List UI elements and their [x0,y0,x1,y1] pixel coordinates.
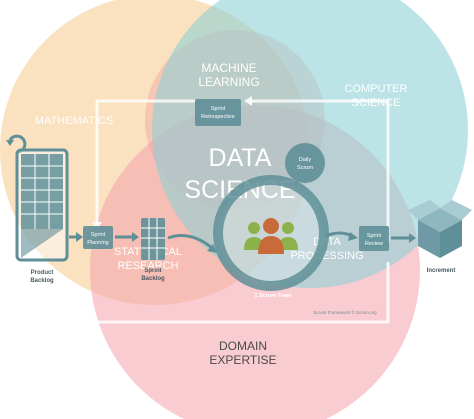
sprint-review-label-line2: Review [365,241,383,247]
flow-arrow-head [409,233,416,243]
increment-box-icon [408,200,472,258]
sprint-backlog-label-line2: Backlog [141,276,165,282]
machine-learning-label-line2: LEARNING [198,75,259,89]
data-science-label-line1: DATA [209,144,272,172]
domain-expertise-label-line1: DOMAIN [219,339,267,353]
increment-label: Increment [427,268,456,274]
machine-learning-label-line1: MACHINE [201,61,256,75]
refresh-arrowhead-icon [6,140,14,146]
sprint-review-label-line1: Sprint [367,233,382,239]
statistical-research-label-line2: RESEARCH [117,260,178,272]
feedback-arrow-bottom [38,286,48,294]
flow-curve-arrow [167,234,213,250]
product-backlog-fade [21,229,63,258]
feedback-line-left [95,99,195,224]
computer-science-label-line2: SCIENCE [352,97,401,109]
product-backlog-grid [21,154,63,229]
sprint-retrospective-label-line2: Retrospective [201,114,235,120]
feedback-arrow-top [244,96,252,106]
daily-scrum-label-line1: Daily [299,157,311,163]
sprint-review-box [359,226,389,251]
product-backlog-label-line1: Product [31,270,54,276]
sprint-retrospective-label-line1: Sprint [211,106,226,112]
sprint-backlog-box [141,218,165,260]
mathematics-label: MATHEMATICS [35,115,113,127]
computer-science-label-line1: COMPUTER [345,83,408,95]
credit-text: Scrum Framework © Scrum.org [313,309,377,315]
scrum-team-label: 1 Scrum Team [254,293,291,299]
daily-scrum-circle [285,143,325,183]
sprint-planning-box [83,226,113,249]
data-processing-label-line2: PROCESSING [290,250,363,262]
feedback-line-bottom [41,262,390,324]
feedback-line-top [250,99,390,242]
daily-scrum-label-line2: Scrum [297,165,313,171]
flow-arrow-head [76,232,83,242]
product-backlog-label-line2: Backlog [30,278,54,284]
flow-arrow-head [132,232,139,242]
scrum-team-people-icon [244,218,298,254]
flow-arrow-head [207,244,217,253]
sprint-retrospective-box [195,99,241,126]
sprint-planning-label-line1: Sprint [91,232,106,238]
sprint-planning-label-line2: Planning [87,240,108,246]
flow-arrow-head [348,232,358,241]
sprint-backlog-label-line1: Sprint [144,268,161,274]
domain-expertise-label-line2: EXPERTISE [209,353,276,367]
